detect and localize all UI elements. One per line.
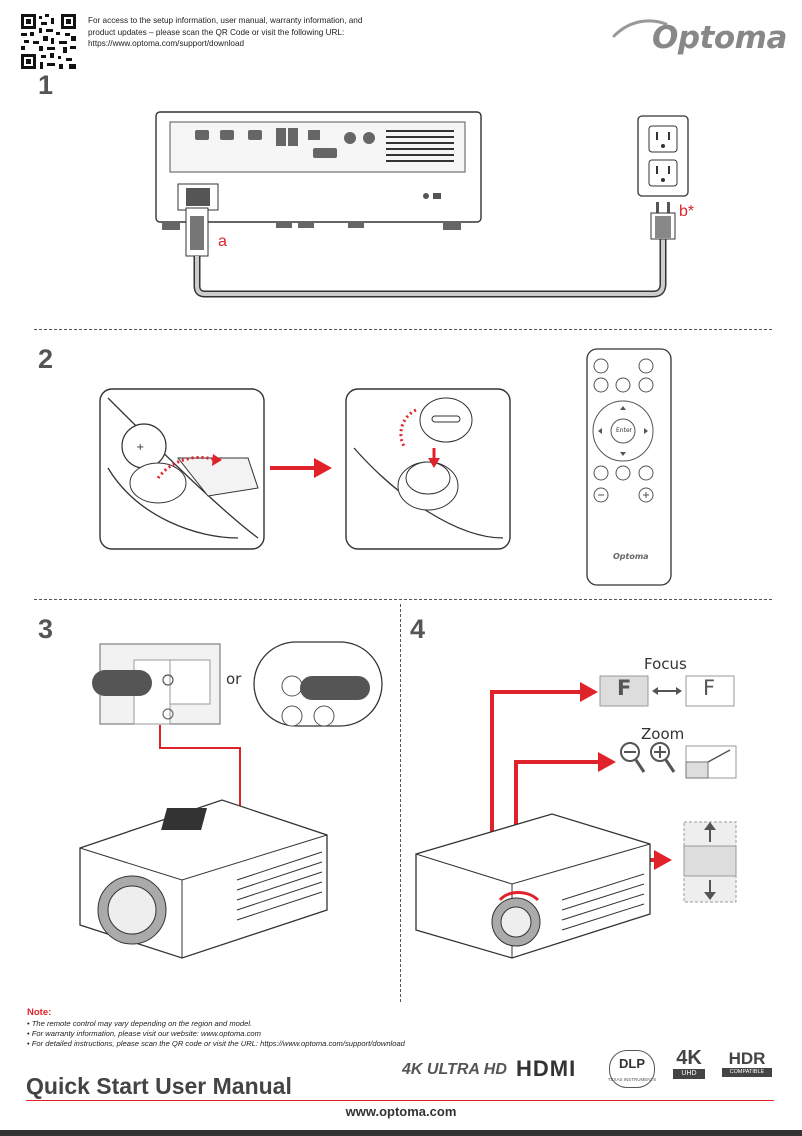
step-1-number: 1 [38,70,54,100]
intro-text: For access to the setup information, use… [88,15,418,50]
focus-blurred-letter: F [617,676,632,700]
focus-label: Focus [644,655,687,673]
logo-hdr: HDR COMPATIBLE [722,1049,772,1077]
intro-line-1: For access to the setup information, use… [88,16,363,25]
logo-hdr-sub: COMPATIBLE [722,1068,772,1077]
section-divider-1 [34,329,772,330]
logo-4k-ultra-hd: 4K ULTRA HD [402,1061,507,1078]
note-title: Note: [27,1007,52,1018]
logo-4k-text: 4K [676,1047,702,1069]
section-divider-2 [34,599,772,600]
logo-hdr-text: HDR [728,1049,766,1068]
step-1-label-a: a [218,233,227,250]
step-1-power-connection-diagram [155,111,689,298]
step-4-focus-zoom-diagram [415,675,737,959]
note-item: The remote control may vary depending on… [27,1019,405,1029]
logo-4k-uhd: 4K UHD [673,1047,705,1079]
title-rule [26,1100,774,1101]
bottom-bar [0,1130,802,1136]
step-1-label-b: b* [679,203,695,220]
document-title: Quick Start User Manual [26,1073,292,1099]
step-3-power-on-diagram [79,641,383,959]
step-4-number: 4 [410,614,426,644]
brand-logo: Optoma [652,20,787,56]
logo-dlp-sub: TEXAS INSTRUMENTS [607,1077,657,1082]
remote-control-illustration [586,348,672,586]
logo-4k-sub: UHD [673,1069,705,1079]
logo-dlp-text: DLP [619,1056,645,1071]
step-2-number: 2 [38,344,54,374]
intro-line-3[interactable]: https://www.optoma.com/support/download [88,39,245,48]
logo-hdmi: HDMI [516,1056,577,1081]
zoom-label: Zoom [641,725,685,743]
remote-enter-label: Enter [616,427,633,434]
section-divider-vertical [400,604,401,1002]
focus-sharp-letter: F [703,676,716,700]
svg-text:+: + [136,442,144,453]
step-3-or-label: or [226,670,242,688]
note-item: For warranty information, please visit o… [27,1029,405,1039]
logo-dlp: DLP [609,1050,655,1088]
qr-code [21,14,76,69]
remote-brand-label: Optoma [613,552,649,561]
step-2-battery-diagram: + [99,388,511,550]
note-item: For detailed instructions, please scan t… [27,1039,405,1049]
step-3-number: 3 [38,614,54,644]
brand-swoosh-icon [612,19,668,38]
intro-line-2: product updates – please scan the QR Cod… [88,27,345,37]
note-list: The remote control may vary depending on… [27,1019,405,1048]
footer-url[interactable]: www.optoma.com [345,1104,457,1119]
